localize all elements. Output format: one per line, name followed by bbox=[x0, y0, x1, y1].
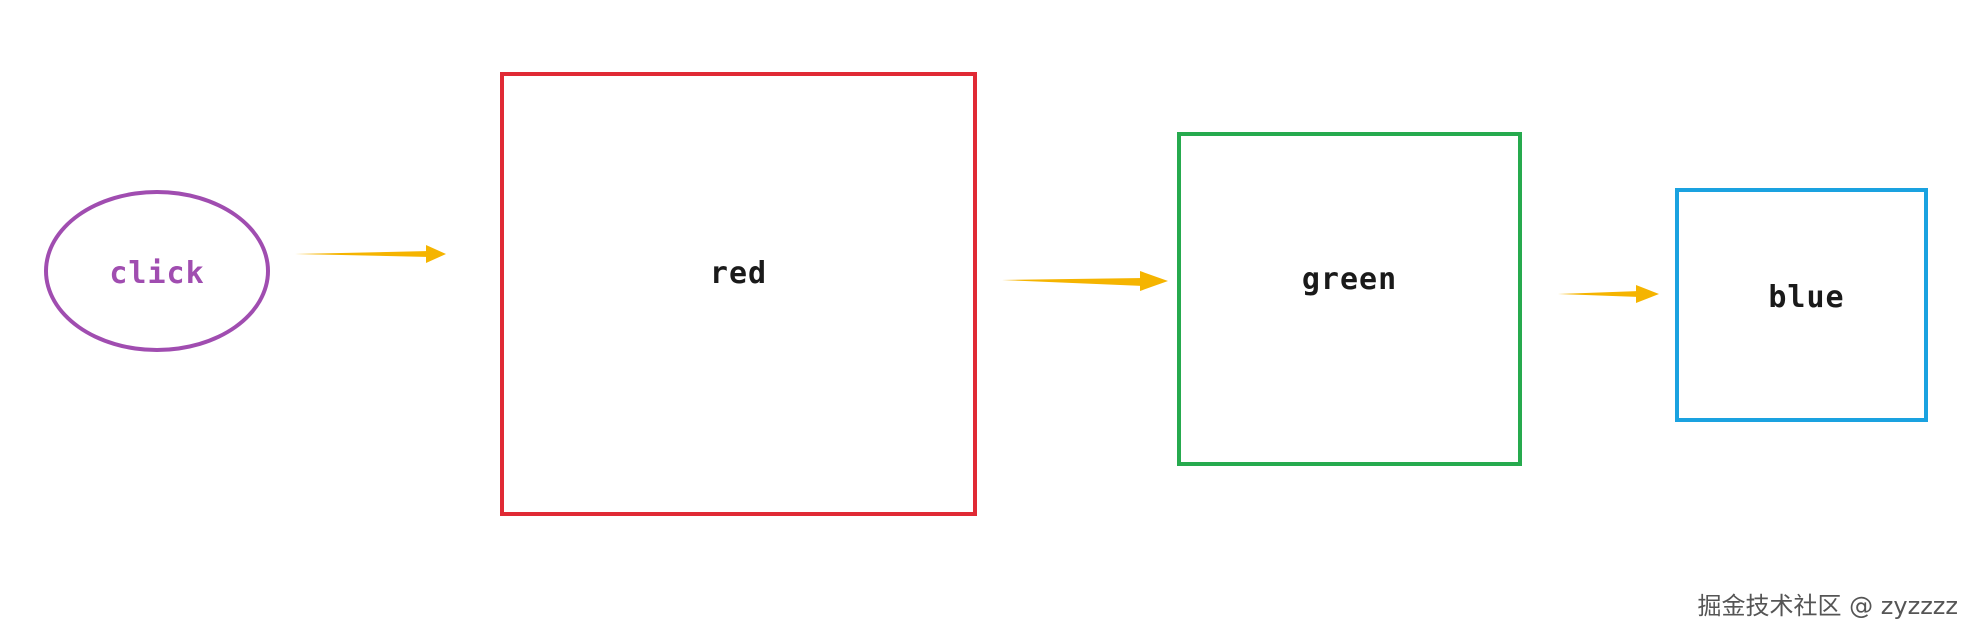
arrow-click-to-red bbox=[295, 245, 446, 263]
red-box-node: red bbox=[500, 72, 977, 516]
click-node-label: click bbox=[109, 255, 205, 291]
arrow-green-to-blue-head bbox=[1636, 285, 1659, 303]
blue-node-label: blue bbox=[1768, 280, 1845, 315]
arrow-green-to-blue-shaft bbox=[1558, 291, 1640, 297]
blue-box-node: blue bbox=[1675, 188, 1928, 422]
green-box-node: green bbox=[1177, 132, 1522, 466]
arrow-red-to-green bbox=[1002, 271, 1168, 291]
click-ellipse-node[interactable]: click bbox=[44, 190, 270, 352]
arrow-click-to-red-head bbox=[426, 245, 446, 263]
arrow-red-to-green-shaft bbox=[1002, 278, 1145, 286]
watermark-text: 掘金技术社区 @ zyzzzz bbox=[1697, 592, 1958, 620]
green-node-label: green bbox=[1301, 262, 1398, 297]
arrow-red-to-green-head bbox=[1140, 271, 1168, 291]
arrow-click-to-red-shaft bbox=[295, 251, 430, 257]
red-node-label: red bbox=[709, 256, 768, 291]
arrow-green-to-blue bbox=[1558, 285, 1659, 303]
